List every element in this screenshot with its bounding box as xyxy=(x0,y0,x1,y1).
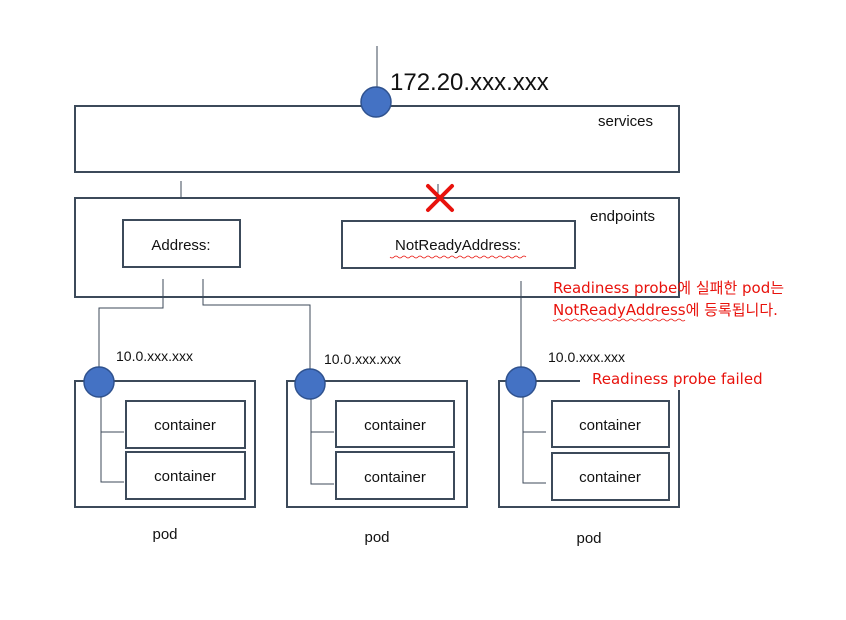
pod-tree-line xyxy=(310,432,334,485)
container-box xyxy=(335,400,455,448)
blocked-cross-icon xyxy=(426,184,454,212)
pod-1: 10.0.xxx.xxx container container pod xyxy=(74,348,256,543)
address-pod2-connector xyxy=(202,279,311,369)
service-ip: 172.20.xxx.xxx xyxy=(390,69,549,96)
pod-tree-line xyxy=(522,432,546,484)
pod-box-gap xyxy=(580,376,682,390)
container-label: container xyxy=(364,469,426,486)
pod-label: pod xyxy=(576,530,601,547)
pod-tree-line xyxy=(100,432,124,483)
pod-node xyxy=(505,366,537,398)
pod-ip: 10.0.xxx.xxx xyxy=(324,351,401,367)
pod-ip: 10.0.xxx.xxx xyxy=(548,349,625,365)
annotation-line-2: NotReadyAddress에 등록됩니다. xyxy=(553,301,778,319)
container-box xyxy=(125,400,246,449)
container-label: container xyxy=(154,417,216,434)
annotation-line-1: Readiness probe에 실패한 pod는 xyxy=(553,279,784,297)
service-node xyxy=(360,86,392,118)
container-box xyxy=(125,451,246,500)
pod-label: pod xyxy=(152,526,177,543)
address-pod1-connector xyxy=(98,279,164,369)
not-ready-address-box xyxy=(341,220,576,269)
annotation-underline xyxy=(552,318,686,322)
pod-2: 10.0.xxx.xxx container container pod xyxy=(286,351,468,546)
pod-node xyxy=(294,368,326,400)
spellcheck-underline xyxy=(389,255,527,259)
container-box xyxy=(335,451,455,500)
address-label: Address: xyxy=(151,237,210,254)
container-label: container xyxy=(154,468,216,485)
container-label: container xyxy=(579,417,641,434)
address-box xyxy=(122,219,241,268)
services-label: services xyxy=(598,113,653,130)
container-label: container xyxy=(579,469,641,486)
pod-status-label: Readiness probe failed xyxy=(592,370,763,388)
pod-node xyxy=(83,366,115,398)
endpoints-label: endpoints xyxy=(590,208,655,225)
pod-ip: 10.0.xxx.xxx xyxy=(116,348,193,364)
container-box xyxy=(551,452,670,501)
pod-label: pod xyxy=(364,529,389,546)
pod-3: 10.0.xxx.xxx Readiness probe failed cont… xyxy=(498,349,763,547)
container-box xyxy=(551,400,670,448)
not-ready-address-label: NotReadyAddress: xyxy=(395,237,521,254)
container-label: container xyxy=(364,417,426,434)
